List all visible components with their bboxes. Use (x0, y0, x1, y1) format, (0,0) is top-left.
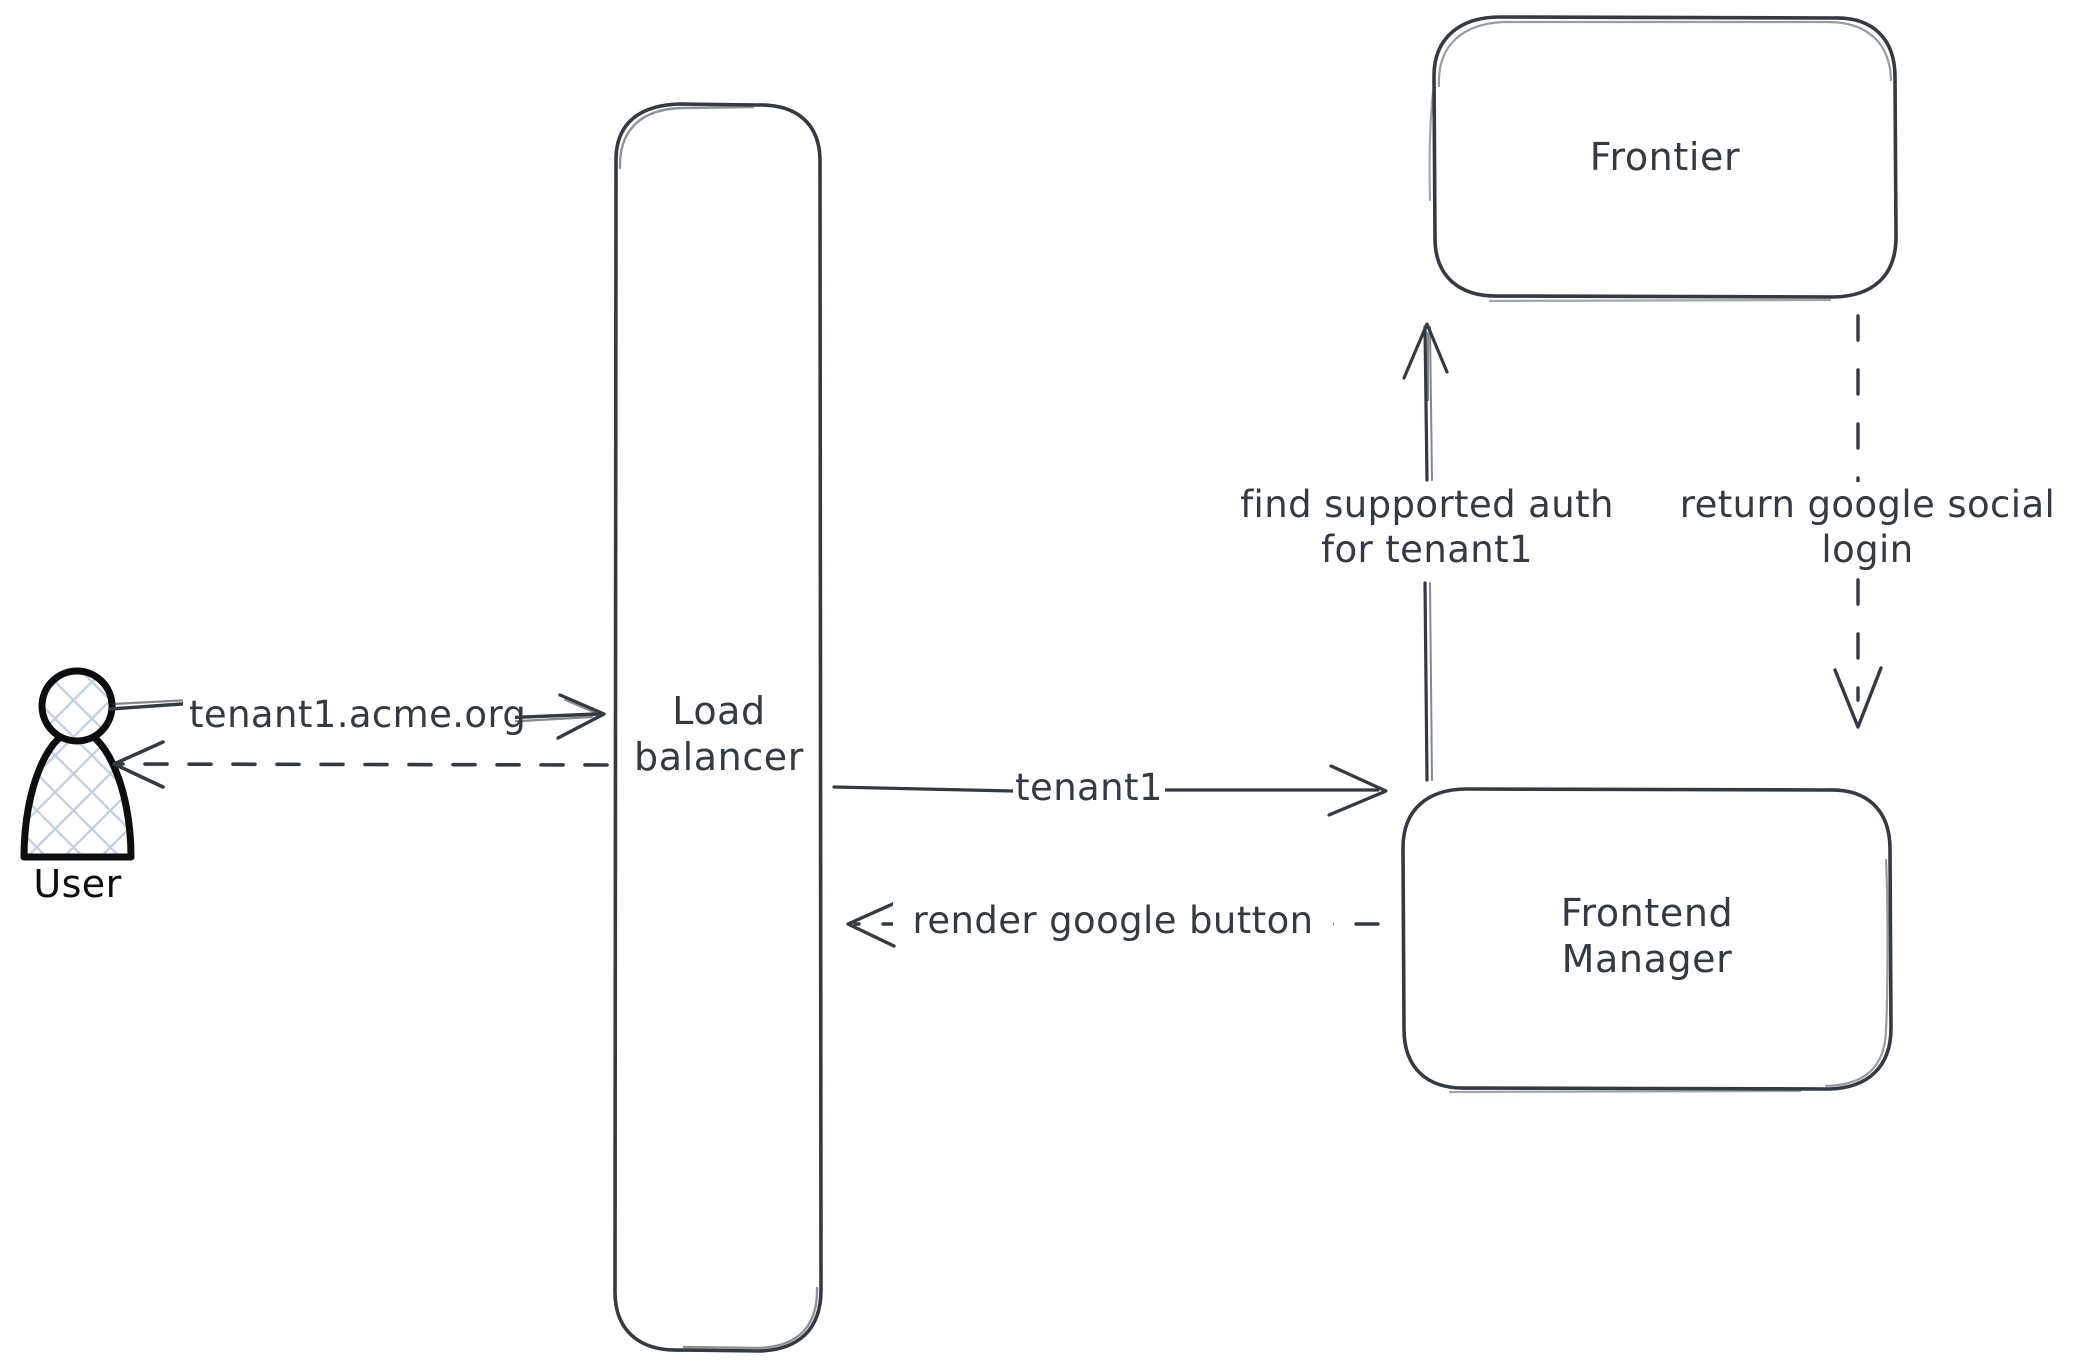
edge-load-balancer-to-user (112, 740, 609, 789)
edge-frontend-manager-to-load-balancer (846, 901, 1380, 948)
edge-load-balancer-to-frontend-manager (832, 764, 1388, 817)
edge-user-to-load-balancer (108, 693, 606, 740)
node-frontend-manager[interactable] (1401, 787, 1893, 1094)
actor-user-figure[interactable] (20, 667, 135, 861)
node-load-balancer[interactable] (613, 102, 823, 1353)
node-frontier[interactable] (1428, 15, 1898, 303)
edge-frontend-manager-to-frontier (1402, 322, 1449, 782)
edge-frontier-to-frontend-manager (1833, 314, 1883, 729)
